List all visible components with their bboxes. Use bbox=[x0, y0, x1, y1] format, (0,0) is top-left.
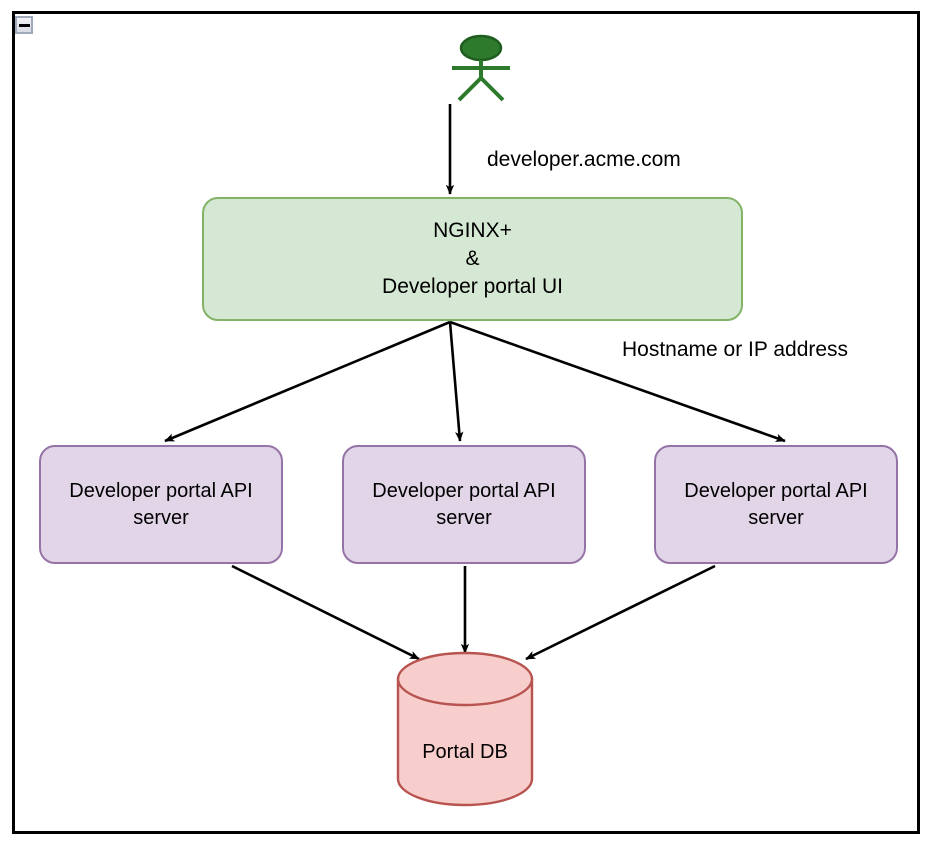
node-api-server-2[interactable]: Developer portal API server bbox=[342, 445, 586, 564]
node-api-server-1[interactable]: Developer portal API server bbox=[39, 445, 283, 564]
node-api-server-3-label: Developer portal API server bbox=[684, 480, 868, 529]
stick-figure-actor-icon bbox=[452, 34, 510, 102]
node-portal-db-label: Portal DB bbox=[422, 741, 508, 763]
edge-nginx-to-api-2 bbox=[448, 321, 464, 442]
edge-api-1-to-db bbox=[231, 564, 420, 661]
portal-db-cylinder[interactable] bbox=[396, 651, 534, 807]
edge-nginx-to-api-3 bbox=[449, 320, 786, 443]
edge-nginx-to-api-1 bbox=[164, 320, 451, 443]
node-api-server-1-label: Developer portal API server bbox=[69, 480, 253, 529]
node-api-server-2-label: Developer portal API server bbox=[372, 480, 556, 529]
node-api-server-3[interactable]: Developer portal API server bbox=[654, 445, 898, 564]
minus-icon-bar bbox=[18, 23, 30, 27]
edge-label-hostname: Hostname or IP address bbox=[622, 338, 849, 361]
node-nginx[interactable]: NGINX+ & Developer portal UI bbox=[202, 197, 743, 321]
collapse-icon[interactable] bbox=[15, 16, 33, 34]
edge-label-domain: developer.acme.com bbox=[487, 148, 681, 171]
edge-api-3-to-db bbox=[525, 564, 716, 661]
node-nginx-label: NGINX+ & Developer portal UI bbox=[382, 219, 563, 298]
